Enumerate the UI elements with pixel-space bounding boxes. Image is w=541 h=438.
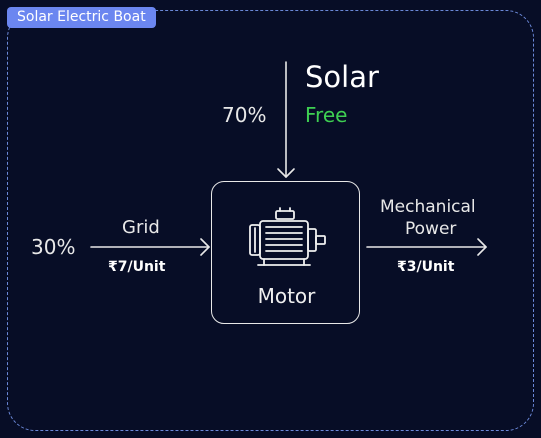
grid-cost: ₹7/Unit xyxy=(108,259,166,275)
grid-label: Grid xyxy=(122,217,160,238)
grid-share: 30% xyxy=(31,235,76,259)
solar-cost: Free xyxy=(305,103,348,127)
motor-box: Motor xyxy=(211,181,360,324)
solar-label: Solar xyxy=(305,60,379,94)
output-arrow xyxy=(366,238,487,256)
solar-arrow xyxy=(277,61,295,178)
grid-arrow xyxy=(90,238,210,256)
output-label-line2: Power xyxy=(405,219,457,239)
solar-share: 70% xyxy=(222,103,267,127)
output-label-line1: Mechanical xyxy=(380,197,476,217)
motor-label: Motor xyxy=(257,284,316,308)
diagram-border xyxy=(7,10,534,431)
motor-icon xyxy=(249,207,326,266)
output-cost: ₹3/Unit xyxy=(397,259,455,275)
title-badge: Solar Electric Boat xyxy=(7,7,156,28)
